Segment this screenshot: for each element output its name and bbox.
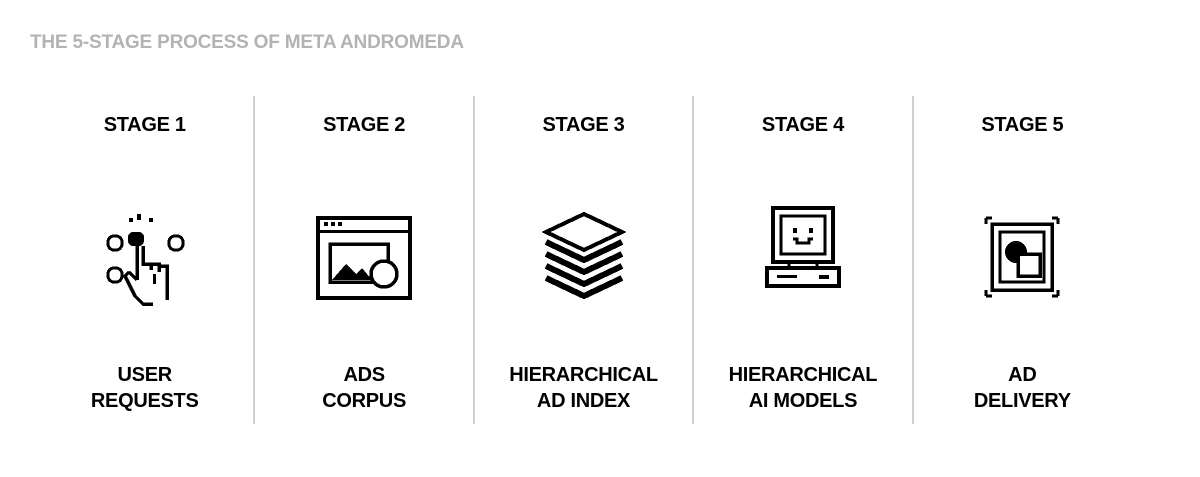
stage-5: STAGE 5 AD DELIVERY xyxy=(911,96,1131,424)
stage-3: STAGE 3 HIERARCHICAL AD INDEX xyxy=(472,96,692,424)
stage-label: USER REQUESTS xyxy=(36,362,253,414)
stage-label: HIERARCHICAL AD INDEX xyxy=(475,362,692,414)
stage-title: STAGE 3 xyxy=(542,114,625,136)
stage-4: STAGE 4 HIERARCHICAL AI MODELS xyxy=(692,96,911,424)
browser-window-media-icon xyxy=(310,204,418,312)
stage-1: STAGE 1 USER REQUESTS xyxy=(36,96,253,424)
stacked-layers-icon xyxy=(530,204,638,312)
page-title: THE 5-STAGE PROCESS OF META ANDROMEDA xyxy=(30,32,464,53)
stage-label: HIERARCHICAL AI MODELS xyxy=(694,362,911,414)
stage-label-line: ADS xyxy=(343,364,385,386)
stage-label-line: USER xyxy=(117,364,173,386)
ad-frame-delivery-icon xyxy=(968,204,1076,312)
stage-label-line: AI MODELS xyxy=(748,390,858,412)
stage-label-line: REQUESTS xyxy=(90,390,199,412)
stage-title: STAGE 1 xyxy=(103,114,186,136)
stage-label-line: CORPUS xyxy=(322,390,406,412)
stage-title: STAGE 2 xyxy=(323,114,406,136)
stage-label-line: HIERARCHICAL xyxy=(509,364,658,386)
retro-computer-smiley-icon xyxy=(749,204,857,312)
stage-label-line: AD INDEX xyxy=(536,390,631,412)
stage-label: ADS CORPUS xyxy=(255,362,472,414)
stage-label-line: DELIVERY xyxy=(973,390,1071,412)
stage-label-line: AD xyxy=(1008,364,1037,386)
pointing-hand-click-icon xyxy=(91,204,199,312)
stage-title: STAGE 4 xyxy=(761,114,844,136)
stage-label-line: HIERARCHICAL xyxy=(728,364,878,386)
stage-title: STAGE 5 xyxy=(981,114,1064,136)
stage-row: STAGE 1 USER REQUESTS S xyxy=(36,96,1131,424)
stage-label: AD DELIVERY xyxy=(914,362,1131,414)
stage-2: STAGE 2 ADS CORPUS xyxy=(253,96,472,424)
